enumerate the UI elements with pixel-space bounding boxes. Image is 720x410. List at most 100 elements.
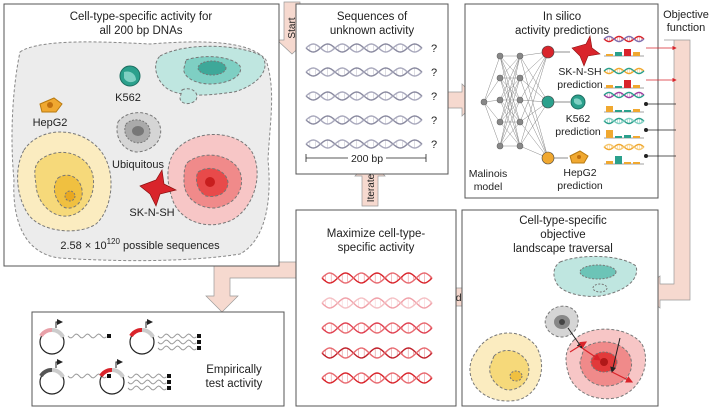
traversal-teal: [553, 255, 638, 297]
hidden-node: [496, 96, 504, 104]
label-sknsh: SK-N-SH: [129, 207, 174, 219]
panel-b-title-2: unknown activity: [330, 25, 415, 37]
hidden-node: [496, 74, 504, 82]
optimized-dna-4: [321, 347, 433, 359]
optimized-dna-3: [321, 322, 433, 334]
prediction-bar: [624, 162, 631, 164]
unknown-mark-3: ?: [431, 91, 437, 103]
prediction-row-4: [603, 117, 676, 139]
optimized-dna-list: [321, 272, 433, 384]
unknown-mark-2: ?: [431, 67, 437, 79]
objective-label-1: Objective: [663, 9, 709, 21]
hepg2-pred-1: HepG2: [563, 167, 596, 179]
plasmid-2: [129, 319, 201, 355]
objective-label-2: function: [667, 22, 706, 34]
hidden-node: [480, 98, 488, 106]
prediction-bars: [603, 35, 677, 165]
hidden-node: [496, 52, 504, 60]
model-label-1: Malinois: [469, 168, 508, 180]
prediction-bar: [606, 54, 613, 56]
optimized-dna-1: [321, 272, 433, 284]
panel-c-title-1: In silico: [543, 11, 581, 23]
prediction-bar: [615, 156, 622, 164]
prediction-row-1: [603, 35, 677, 57]
prediction-dna-2: [603, 67, 645, 75]
prediction-row-3: [603, 91, 676, 113]
prediction-bar: [624, 80, 631, 88]
prediction-row-2: [603, 67, 677, 89]
panel-a-title-1: Cell-type-specific activity for: [70, 11, 213, 23]
hidden-node: [496, 142, 504, 150]
prediction-dna-1: [603, 35, 645, 43]
possible-sequences-label: 2.58 × 10120 possible sequences: [60, 237, 220, 252]
k562-pred-1: K562: [566, 113, 591, 125]
sknsh-small-icon: [571, 35, 601, 67]
panel-e-title-1: Cell-type-specific: [519, 215, 607, 227]
hepg2-landscape: [17, 131, 112, 232]
length-label: 200 bp: [351, 153, 383, 165]
sknsh-landscape: [167, 134, 258, 226]
length-bracket: [305, 152, 427, 164]
panel-d-title-1: Maximize cell-type-: [327, 228, 426, 240]
prediction-bar: [624, 49, 631, 56]
unknown-dna-3: [305, 91, 423, 101]
panel-e-title-3: landscape traversal: [513, 243, 613, 255]
unknown-mark-4: ?: [431, 115, 437, 127]
prediction-bar: [606, 106, 613, 112]
model-label-2: model: [474, 181, 503, 193]
k562-pred-2: prediction: [555, 126, 601, 138]
label-k562: K562: [115, 92, 141, 104]
prediction-bar: [606, 161, 613, 164]
plasmid-1: [39, 319, 111, 355]
unknown-dna-5: [305, 139, 423, 149]
output-node-1: [541, 45, 555, 59]
panel-d-title-2: specific activity: [338, 242, 415, 254]
panel-empirical-test: [31, 311, 285, 407]
output-node-2: [541, 95, 555, 109]
hidden-node: [516, 118, 524, 126]
flow-arrow-d-f: [205, 261, 297, 313]
prediction-bar: [606, 130, 613, 138]
optimized-dna-5: [321, 372, 433, 384]
start-label: Start: [287, 17, 298, 38]
iterate-label: Iterate: [366, 173, 377, 202]
label-hepg2: HepG2: [33, 117, 68, 129]
panel-unknown-sequences: [295, 3, 449, 175]
unknown-mark-5: ?: [431, 139, 437, 151]
malinois-network: [480, 45, 570, 165]
prediction-bar: [615, 52, 622, 56]
empirical-label-2: test activity: [206, 378, 263, 390]
prediction-bar: [633, 85, 640, 88]
prediction-dna-4: [603, 117, 645, 125]
k562-landscape: [155, 45, 266, 105]
hepg2-cell-icon: [39, 97, 63, 113]
prediction-bar: [615, 136, 622, 138]
optimized-dna-2: [321, 297, 433, 309]
sknsh-pred-1: SK-N-SH: [558, 66, 601, 78]
hidden-node: [496, 118, 504, 126]
label-ubiquitous: Ubiquitous: [112, 159, 164, 171]
sknsh-cell-icon: [139, 168, 178, 207]
hidden-node: [516, 142, 524, 150]
prediction-dna-5: [603, 143, 645, 151]
prediction-bar: [615, 86, 622, 88]
hepg2-pred-2: prediction: [557, 180, 603, 192]
prediction-bar: [624, 110, 631, 112]
k562-cell-icon: [119, 65, 141, 87]
unknown-dna-1: [305, 43, 423, 53]
plasmid-set: [39, 319, 201, 395]
traversal-red: [565, 328, 647, 400]
panel-b-title-1: Sequences of: [337, 11, 408, 23]
ubiquitous-landscape: [116, 112, 162, 153]
prediction-dna-3: [603, 91, 645, 99]
unknown-mark-1: ?: [431, 43, 437, 55]
plasmid-4: [99, 359, 171, 395]
traversal-yellow: [469, 332, 543, 402]
prediction-bar: [633, 136, 640, 138]
panel-a-title-2: all 200 bp DNAs: [99, 25, 182, 37]
prediction-bar: [633, 162, 640, 164]
prediction-bar: [606, 85, 613, 88]
panel-e-title-2: objective: [540, 229, 585, 241]
prediction-row-5: [603, 143, 676, 165]
